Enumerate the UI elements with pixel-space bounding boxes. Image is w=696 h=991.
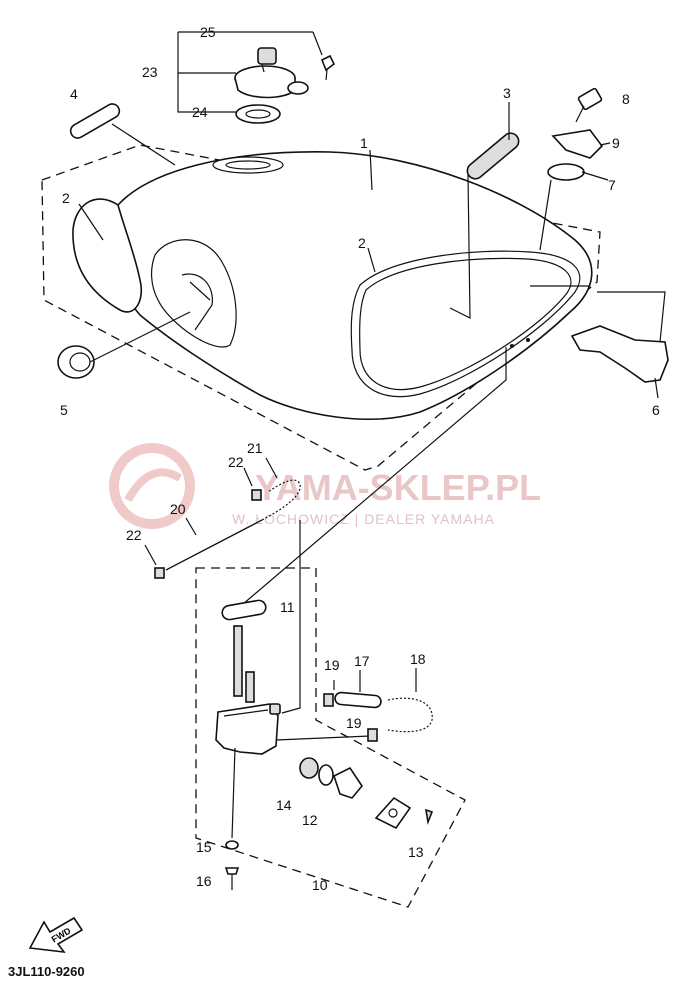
callout-12: 12 (302, 812, 318, 828)
callout-20: 20 (170, 501, 186, 517)
watermark-subtitle: W. ŁOCHOWICZ | DEALER YAMAHA (232, 511, 495, 527)
callout-21: 21 (247, 440, 263, 456)
callout-2-left: 2 (62, 190, 70, 206)
callout-22-lower: 22 (126, 527, 142, 543)
callout-6: 6 (652, 402, 660, 418)
callout-16: 16 (196, 873, 212, 889)
hose-17 (334, 691, 382, 709)
screw-16 (224, 867, 240, 875)
callout-11: 11 (280, 599, 295, 615)
callout-1: 1 (360, 135, 368, 151)
emblem-badge (466, 132, 520, 180)
callout-22-upper: 22 (228, 454, 244, 470)
diagram-code: 3JL110-9260 (8, 964, 85, 979)
emblem-strip (69, 103, 121, 139)
clip-22b (154, 567, 165, 579)
clip-19b (367, 728, 378, 742)
seal-14 (299, 757, 319, 779)
clip-19a (323, 693, 334, 707)
callout-3: 3 (503, 85, 511, 101)
callout-13: 13 (408, 844, 424, 860)
oring-12 (318, 764, 334, 786)
mount-bracket-6 (570, 325, 669, 383)
fuel-tank-body (72, 151, 593, 420)
cap-gasket (235, 104, 281, 124)
vent-hoses (144, 457, 301, 714)
callout-2-right: 2 (358, 235, 366, 251)
callout-10: 10 (312, 877, 328, 893)
bolt-8 (575, 87, 603, 123)
watermark-logo-icon (109, 443, 195, 529)
callout-14: 14 (276, 797, 292, 813)
callout-24: 24 (192, 104, 208, 120)
plate-cover (374, 796, 412, 830)
callout-25: 25 (200, 24, 216, 40)
leader-lines-top (78, 31, 666, 611)
callout-5: 5 (60, 402, 68, 418)
callout-8: 8 (622, 91, 630, 107)
fwd-arrow-icon: FWD (28, 916, 84, 954)
bracket-9 (551, 129, 604, 159)
callout-19-top: 19 (324, 657, 340, 673)
watermark-title: YAMA-SKLEP.PL (255, 467, 541, 508)
fuel-cock (215, 599, 434, 890)
callout-23: 23 (142, 64, 158, 80)
lever-knob (333, 766, 363, 799)
callout-labels: 1 2 2 3 4 5 6 7 8 9 10 11 12 13 14 15 16… (60, 24, 660, 893)
callout-4: 4 (70, 86, 78, 102)
callout-9: 9 (612, 135, 620, 151)
callout-19-bottom: 19 (346, 715, 362, 731)
callout-18: 18 (410, 651, 426, 667)
hose-21 (261, 479, 301, 521)
washer-7 (547, 163, 585, 181)
hose-18 (387, 697, 433, 733)
tank-cap-assembly (234, 47, 336, 124)
clip-22a (251, 489, 262, 501)
screw-13 (424, 808, 434, 825)
watermark: YAMA-SKLEP.PL W. ŁOCHOWICZ | DEALER YAMA… (109, 443, 541, 529)
callout-7: 7 (608, 177, 616, 193)
grommet-5 (57, 345, 95, 379)
callout-15: 15 (196, 839, 212, 855)
hose-set (323, 668, 433, 742)
callout-17: 17 (354, 653, 370, 669)
washer-15 (225, 840, 239, 850)
fuel-cock-assembly-boundary (195, 567, 466, 908)
